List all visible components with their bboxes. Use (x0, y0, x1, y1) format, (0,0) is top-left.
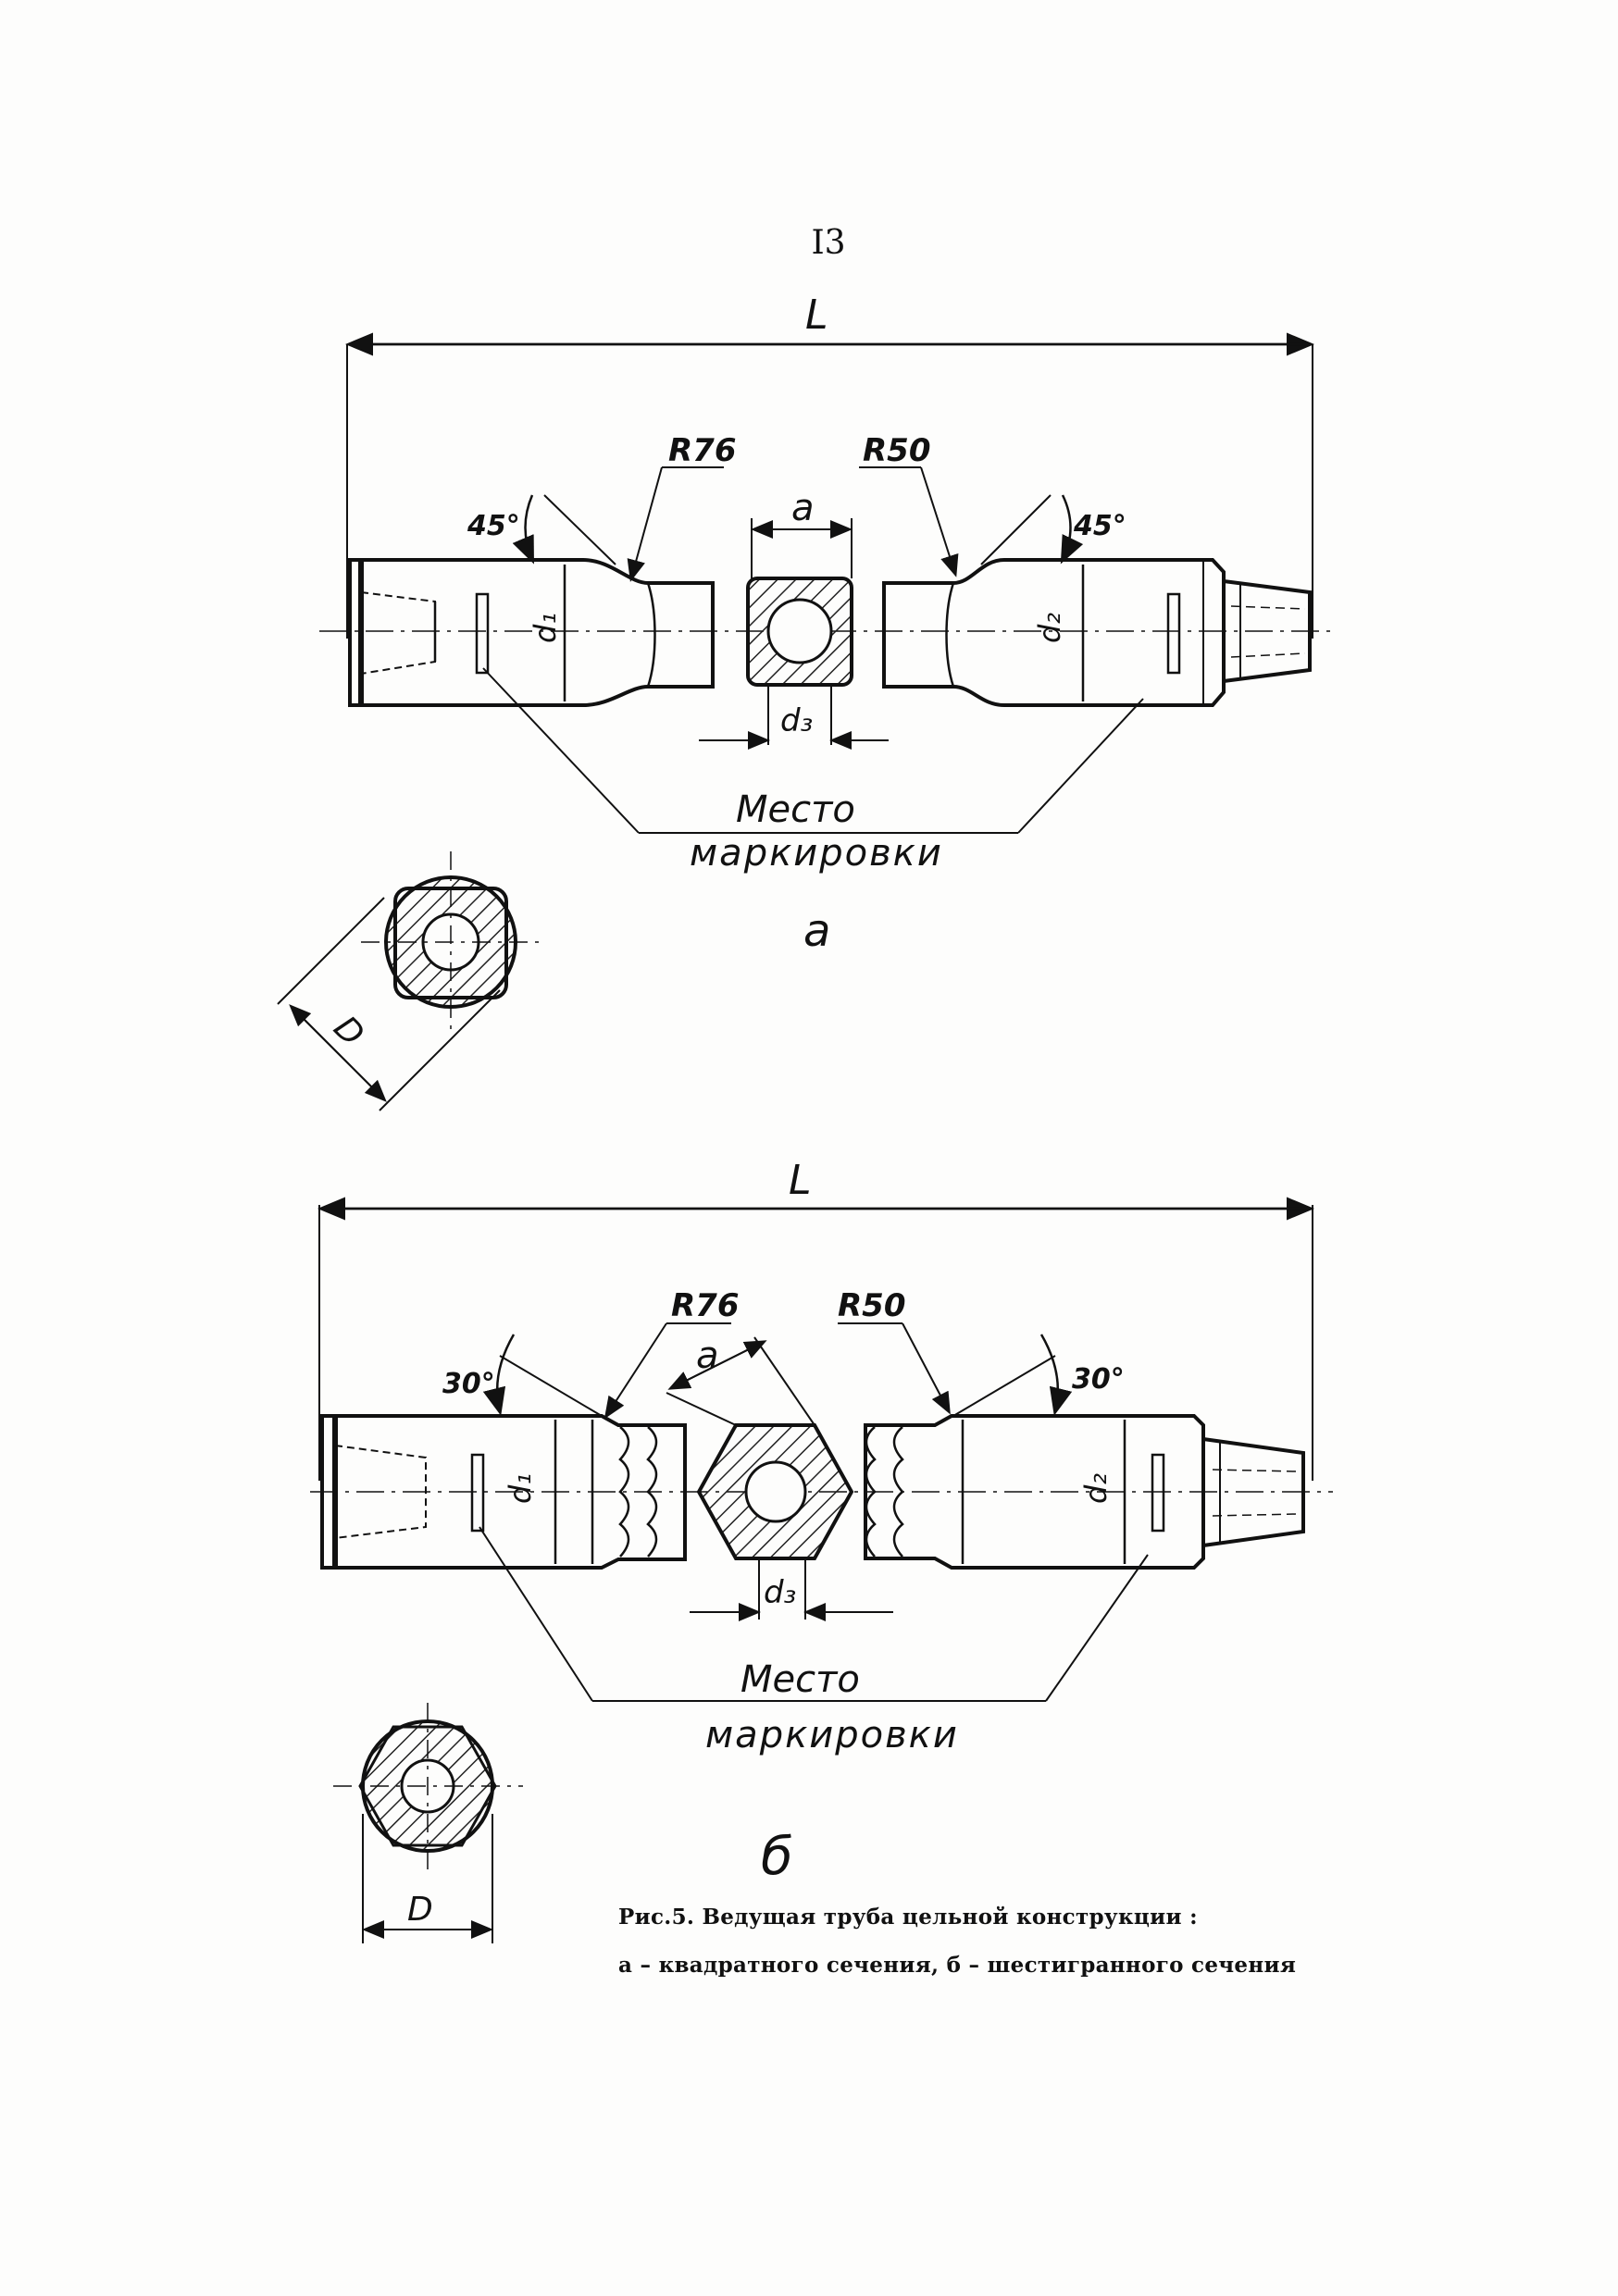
radius-label-left-b: R76 (671, 1287, 740, 1324)
radius-label-right-b: R50 (838, 1287, 906, 1324)
d2-label-b: d₂ (1078, 1473, 1114, 1504)
figure-caption-line2: а – квадратного сечения, б – шестигранно… (618, 1953, 1297, 1978)
angle-label-right-b: 30° (1072, 1363, 1125, 1396)
marking-label-line2-a: маркировки (690, 832, 943, 875)
figure-a (319, 332, 1333, 834)
d2-label-a: d₂ (1032, 613, 1067, 643)
marking-label-line1-a: Место (736, 788, 855, 831)
figure-sub-label-a: а (803, 905, 830, 957)
d1-label-b: d₁ (503, 1473, 538, 1504)
side-label-a: a (791, 487, 815, 529)
end-view-a (277, 851, 546, 1111)
side-label-b: a (696, 1334, 719, 1377)
figure-sub-label-b: б (761, 1827, 793, 1887)
angle-label-left-a: 45° (467, 510, 520, 542)
marking-label-line2-b: маркировки (705, 1714, 959, 1756)
d3-label-b: d₃ (764, 1574, 796, 1611)
figure-b (310, 1197, 1333, 1702)
angle-label-right-a: 45° (1073, 510, 1126, 542)
angle-label-left-b: 30° (442, 1368, 495, 1400)
marking-label-line1-b: Место (741, 1658, 860, 1701)
end-view-b (333, 1703, 523, 1943)
d3-label-a: d₃ (780, 702, 813, 739)
figure-caption-line1: Рис.5. Ведущая труба цельной конструкции… (618, 1905, 1198, 1930)
d1-label-a: d₁ (528, 613, 563, 643)
length-label-b: L (789, 1157, 812, 1204)
length-label-a: L (805, 292, 828, 339)
page-number: I3 (811, 224, 846, 262)
radius-label-left-a: R76 (668, 432, 737, 469)
diameter-label-b: D (407, 1891, 433, 1929)
radius-label-right-a: R50 (863, 432, 931, 469)
